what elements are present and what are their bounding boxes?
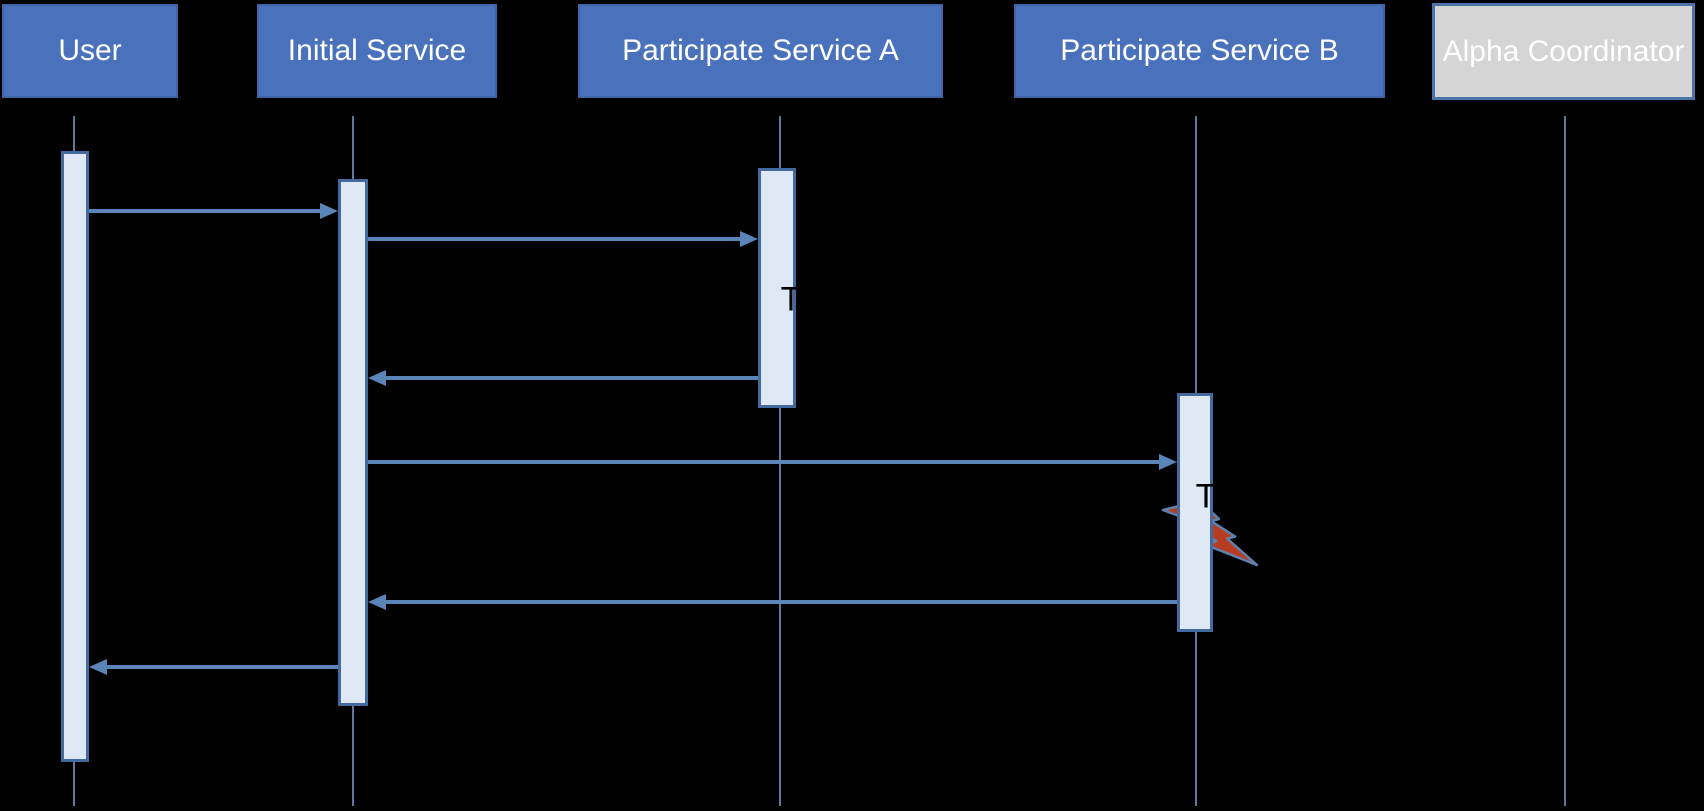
actor-box-initial-service: Initial Service: [257, 4, 497, 98]
activation-bar-participate-service-a: [758, 168, 796, 408]
activation-bar-participate-service-b: [1177, 393, 1213, 632]
message-arrowhead-icon-0: [320, 203, 338, 219]
actor-box-alpha-coordinator: Alpha Coordinator: [1432, 3, 1695, 100]
actor-box-participate-service-b: Participate Service B: [1014, 4, 1385, 98]
actor-box-participate-service-a: Participate Service A: [578, 4, 943, 98]
transaction-label-b: T: [1195, 477, 1217, 516]
activation-bar-initial-service: [338, 179, 368, 706]
actor-box-user: User: [2, 4, 178, 98]
message-arrowhead-icon-3: [1159, 454, 1177, 470]
message-arrowhead-icon-2: [368, 370, 386, 386]
message-arrowhead-icon-1: [740, 231, 758, 247]
message-arrowhead-icon-5: [89, 659, 107, 675]
transaction-label-a: T: [780, 280, 802, 319]
message-arrowhead-icon-4: [368, 594, 386, 610]
activation-bar-user: [61, 151, 89, 762]
